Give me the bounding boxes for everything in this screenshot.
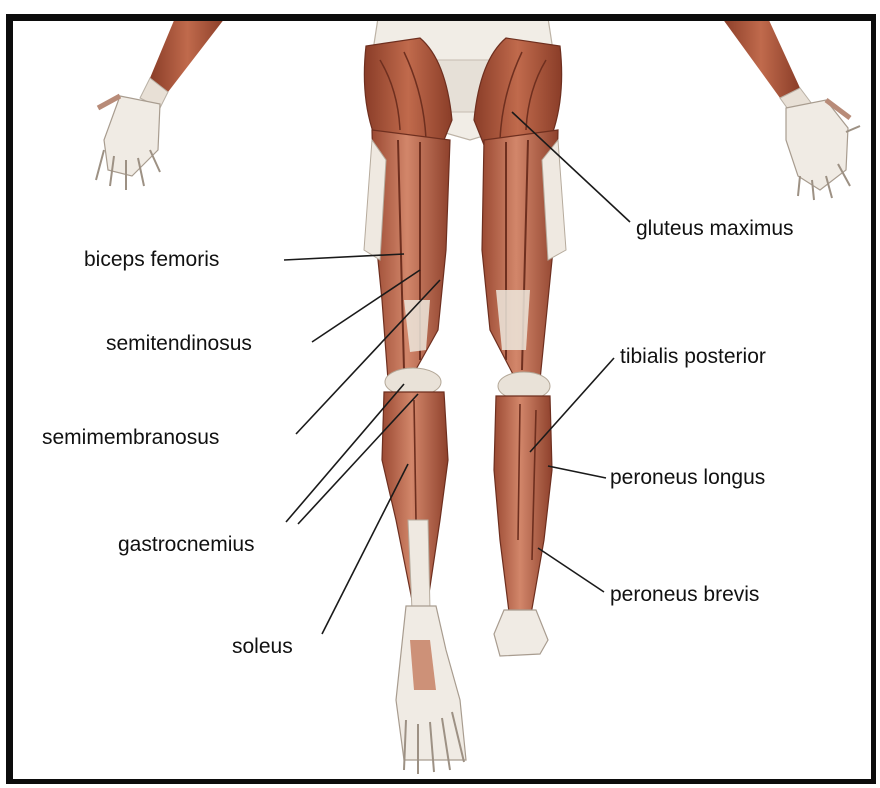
image-frame (6, 14, 876, 784)
label-peroneus-longus: peroneus longus (610, 467, 765, 488)
label-biceps-femoris: biceps femoris (84, 249, 219, 270)
label-gluteus-maximus: gluteus maximus (636, 218, 794, 239)
label-gastrocnemius: gastrocnemius (118, 534, 255, 555)
label-peroneus-brevis: peroneus brevis (610, 584, 759, 605)
label-soleus: soleus (232, 636, 293, 657)
label-tibialis-posterior: tibialis posterior (620, 346, 766, 367)
label-semimembranosus: semimembranosus (42, 427, 219, 448)
label-semitendinosus: semitendinosus (106, 333, 252, 354)
